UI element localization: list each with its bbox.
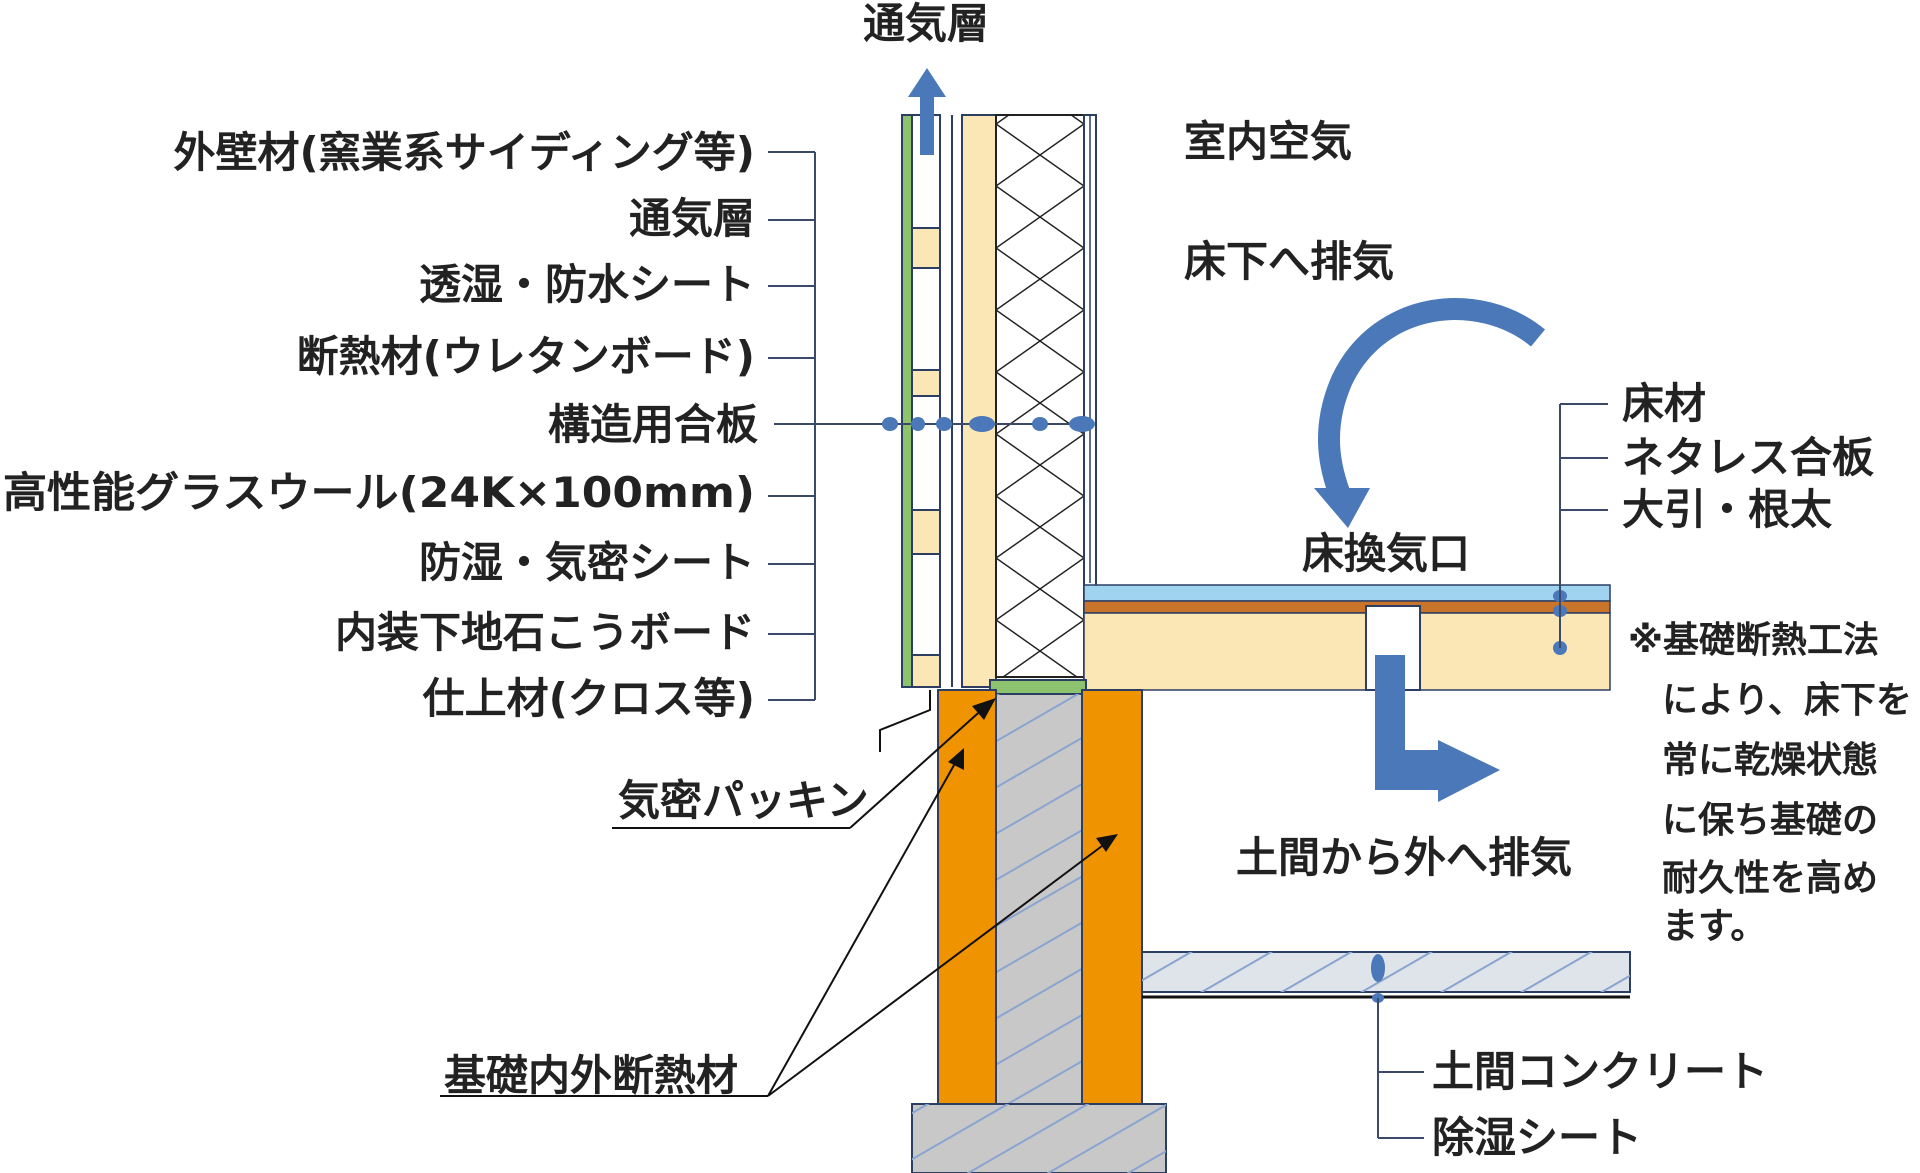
foundation-insulation-label: 基礎内外断熱材 bbox=[444, 1051, 738, 1100]
wall-section bbox=[879, 114, 1097, 752]
slab-leaders bbox=[1377, 998, 1424, 1139]
note-line-2: により、床下を bbox=[1662, 680, 1912, 721]
floor-leaders bbox=[1559, 403, 1608, 648]
floor-layer-labels: 床材 ネタレス合板 大引・根太 bbox=[1622, 379, 1874, 534]
airtight-packing-strip bbox=[989, 679, 1087, 695]
wall-label-finish: 仕上材(クロス等) bbox=[423, 674, 755, 723]
note-line-6: ます。 bbox=[1662, 906, 1766, 947]
joist-layer bbox=[1083, 612, 1611, 691]
wall-label-board-insulation: 断熱材(ウレタンボード) bbox=[297, 332, 755, 381]
wall-label-glass-wool: 高性能グラスウール(24K×100mm) bbox=[3, 468, 755, 517]
airtight-packing-label: 気密パッキン bbox=[618, 776, 869, 825]
wall-label-siding: 外壁材(窯業系サイディング等) bbox=[174, 128, 755, 177]
note-line-1: ※基礎断熱工法 bbox=[1628, 620, 1879, 661]
plywood-layer bbox=[1083, 600, 1611, 614]
floor-vent-label: 床換気口 bbox=[1302, 529, 1470, 578]
wall-label-plywood: 構造用合板 bbox=[548, 400, 758, 449]
floor-section bbox=[1083, 584, 1611, 691]
leader-dots bbox=[882, 416, 1567, 1003]
note-line-4: に保ち基礎の bbox=[1662, 800, 1878, 841]
top-vent-label: 通気層 bbox=[863, 0, 989, 48]
wall-label-gypsum: 内装下地石こうボード bbox=[335, 608, 755, 657]
bent-right-arrow-icon bbox=[1375, 655, 1500, 802]
earth-concrete-label: 土間コンクリート bbox=[1432, 1047, 1768, 1096]
floor-label-joists: 大引・根太 bbox=[1622, 485, 1832, 534]
note-line-3: 常に乾燥状態 bbox=[1662, 740, 1878, 781]
wall-layer-labels: 外壁材(窯業系サイディング等) 通気層 透湿・防水シート 断熱材(ウレタンボード… bbox=[3, 128, 758, 723]
exterior-foundation-insulation bbox=[937, 689, 997, 1105]
earth-floor-exhaust-label: 土間から外へ排気 bbox=[1236, 833, 1572, 882]
floor-label-plywood: ネタレス合板 bbox=[1622, 433, 1874, 482]
foundation-section bbox=[911, 679, 1631, 1173]
floor-finish bbox=[1083, 584, 1611, 602]
wall-label-vent: 通気層 bbox=[629, 194, 755, 243]
indoor-air-label: 室内空気 bbox=[1184, 117, 1352, 166]
note-line-5: 耐久性を高め bbox=[1662, 858, 1878, 899]
wall-label-wrb: 透湿・防水シート bbox=[419, 260, 755, 309]
wall-base-flashing bbox=[879, 690, 931, 752]
vent-layer-cavity bbox=[911, 114, 941, 688]
floor-label-finish: 床材 bbox=[1622, 379, 1706, 428]
up-arrow-icon bbox=[908, 68, 946, 155]
underfloor-exhaust-label: 床下へ排気 bbox=[1184, 237, 1394, 286]
method-note: ※基礎断熱工法 により、床下を 常に乾燥状態 に保ち基礎の 耐久性を高め ます。 bbox=[1628, 620, 1912, 947]
pointer-lines bbox=[440, 698, 1118, 1097]
interior-foundation-insulation bbox=[1081, 689, 1143, 1105]
wall-label-vapor-barrier: 防湿・気密シート bbox=[419, 538, 755, 587]
board-insulation bbox=[961, 114, 997, 688]
curved-down-arrow-icon bbox=[1314, 298, 1546, 528]
glass-wool bbox=[995, 114, 1085, 678]
vent-spacers bbox=[911, 227, 941, 688]
exterior-siding bbox=[901, 114, 913, 688]
moisture-sheet-label: 除湿シート bbox=[1432, 1113, 1642, 1162]
